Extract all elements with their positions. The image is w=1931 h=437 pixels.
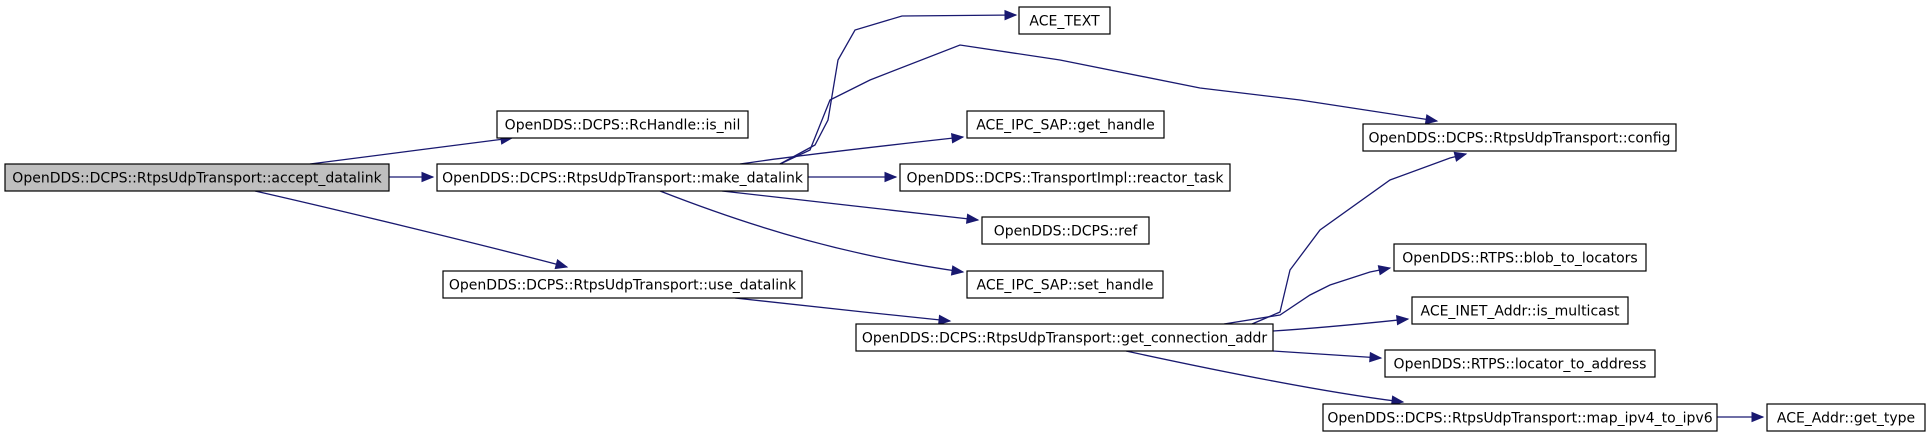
node-reactor-task[interactable]: OpenDDS::DCPS::TransportImpl::reactor_ta…	[899, 163, 1231, 192]
node-box	[1393, 243, 1647, 272]
node-blob-to-locators[interactable]: OpenDDS::RTPS::blob_to_locators	[1393, 243, 1647, 272]
arrowhead-icon	[1396, 314, 1410, 326]
arrowhead-icon	[421, 171, 435, 183]
node-label: OpenDDS::DCPS::RtpsUdpTransport::map_ipv…	[1327, 411, 1712, 427]
edge-make_datalink-to-set_handle	[659, 190, 965, 276]
node-label: OpenDDS::RTPS::blob_to_locators	[1402, 251, 1637, 267]
edge-line	[1223, 267, 1391, 325]
edge-make_datalink-to-ref	[721, 190, 980, 224]
edge-line	[254, 190, 568, 268]
edge-accept_datalink-to-use_datalink	[254, 190, 569, 270]
arrowhead-icon	[1453, 151, 1468, 162]
edge-line	[1272, 318, 1409, 332]
node-label: OpenDDS::DCPS::TransportImpl::reactor_ta…	[907, 171, 1225, 187]
node-map-ipv4-to-ipv6[interactable]: OpenDDS::DCPS::RtpsUdpTransport::map_ipv…	[1322, 403, 1718, 432]
node-box	[1018, 6, 1111, 35]
arrowhead-icon	[938, 314, 952, 326]
nodes-layer: OpenDDS::DCPS::RtpsUdpTransport::accept_…	[4, 6, 1926, 432]
arrowhead-icon	[1004, 9, 1018, 21]
node-box	[966, 110, 1165, 139]
node-make-datalink[interactable]: OpenDDS::DCPS::RtpsUdpTransport::make_da…	[436, 163, 809, 192]
arrowhead-icon	[950, 133, 965, 144]
node-use-datalink[interactable]: OpenDDS::DCPS::RtpsUdpTransport::use_dat…	[442, 270, 803, 299]
edge-line	[739, 136, 964, 165]
arrowhead-icon	[1751, 411, 1765, 423]
node-ref[interactable]: OpenDDS::DCPS::ref	[981, 216, 1150, 245]
node-ace-text[interactable]: ACE_TEXT	[1018, 6, 1111, 35]
node-box	[442, 270, 803, 299]
node-label: OpenDDS::RTPS::locator_to_address	[1394, 357, 1647, 373]
edge-use_datalink-to-get_connection_addr	[734, 297, 952, 326]
edge-line	[779, 44, 1438, 165]
arrowhead-icon	[554, 258, 569, 270]
node-box	[981, 216, 1150, 245]
node-box	[496, 110, 749, 139]
node-get-handle[interactable]: ACE_IPC_SAP::get_handle	[966, 110, 1165, 139]
node-box	[4, 163, 390, 192]
edge-line	[1125, 350, 1404, 403]
edge-make_datalink-to-reactor_task	[807, 171, 898, 183]
arrowhead-icon	[1377, 265, 1392, 276]
node-box	[1322, 403, 1718, 432]
edge-line	[734, 297, 951, 322]
node-box	[966, 270, 1164, 299]
node-box	[1362, 123, 1677, 152]
node-label: OpenDDS::DCPS::RtpsUdpTransport::use_dat…	[449, 278, 797, 294]
node-get-connection-addr[interactable]: OpenDDS::DCPS::RtpsUdpTransport::get_con…	[855, 323, 1274, 352]
edge-line	[779, 14, 1017, 165]
node-get-type[interactable]: ACE_Addr::get_type	[1766, 403, 1926, 432]
node-is-multicast[interactable]: ACE_INET_Addr::is_multicast	[1411, 296, 1629, 325]
node-label: ACE_IPC_SAP::get_handle	[976, 118, 1155, 134]
node-label: ACE_TEXT	[1029, 14, 1100, 30]
node-box	[899, 163, 1231, 192]
node-label: OpenDDS::DCPS::ref	[994, 224, 1139, 240]
node-label: OpenDDS::DCPS::RcHandle::is_nil	[505, 118, 741, 134]
node-label: ACE_IPC_SAP::set_handle	[976, 278, 1153, 294]
node-label: OpenDDS::DCPS::RtpsUdpTransport::accept_…	[12, 171, 382, 187]
edge-line	[721, 190, 979, 221]
node-accept-datalink[interactable]: OpenDDS::DCPS::RtpsUdpTransport::accept_…	[4, 163, 390, 192]
node-box	[1766, 403, 1926, 432]
node-box	[855, 323, 1274, 352]
node-label: OpenDDS::DCPS::RtpsUdpTransport::config	[1369, 131, 1671, 147]
node-box	[436, 163, 809, 192]
arrowhead-icon	[1424, 114, 1439, 125]
edge-make_datalink-to-get_handle	[739, 133, 965, 165]
edge-get_connection_addr-to-locator_to_address	[1272, 350, 1383, 363]
edge-get_connection_addr-to-blob_to_locators	[1223, 265, 1392, 325]
edge-line	[1251, 153, 1467, 325]
node-config[interactable]: OpenDDS::DCPS::RtpsUdpTransport::config	[1362, 123, 1677, 152]
edges-layer	[254, 9, 1765, 423]
arrowhead-icon	[884, 171, 898, 183]
node-locator-to-address[interactable]: OpenDDS::RTPS::locator_to_address	[1384, 349, 1656, 378]
edge-get_connection_addr-to-map_ipv4_to_ipv6	[1125, 350, 1405, 406]
node-box	[1384, 349, 1656, 378]
node-box	[1411, 296, 1629, 325]
node-label: OpenDDS::DCPS::RtpsUdpTransport::get_con…	[862, 331, 1268, 347]
arrowhead-icon	[1369, 351, 1383, 363]
node-is-nil[interactable]: OpenDDS::DCPS::RcHandle::is_nil	[496, 110, 749, 139]
edge-accept_datalink-to-is_nil	[309, 134, 514, 165]
edge-map_ipv4_to_ipv6-to-get_type	[1716, 411, 1765, 423]
node-label: OpenDDS::DCPS::RtpsUdpTransport::make_da…	[442, 171, 804, 187]
edge-accept_datalink-to-make_datalink	[388, 171, 435, 183]
node-set-handle[interactable]: ACE_IPC_SAP::set_handle	[966, 270, 1164, 299]
edge-line	[309, 137, 513, 165]
arrowhead-icon	[950, 265, 965, 276]
edge-get_connection_addr-to-config	[1251, 151, 1468, 325]
edge-get_connection_addr-to-is_multicast	[1272, 314, 1410, 332]
edge-line	[1272, 350, 1382, 359]
arrowhead-icon	[965, 213, 980, 224]
edge-line	[659, 190, 964, 273]
edge-make_datalink-to-config	[779, 44, 1439, 165]
edge-make_datalink-to-ace_text	[779, 9, 1018, 165]
node-label: ACE_Addr::get_type	[1777, 411, 1915, 427]
node-label: ACE_INET_Addr::is_multicast	[1420, 304, 1620, 320]
